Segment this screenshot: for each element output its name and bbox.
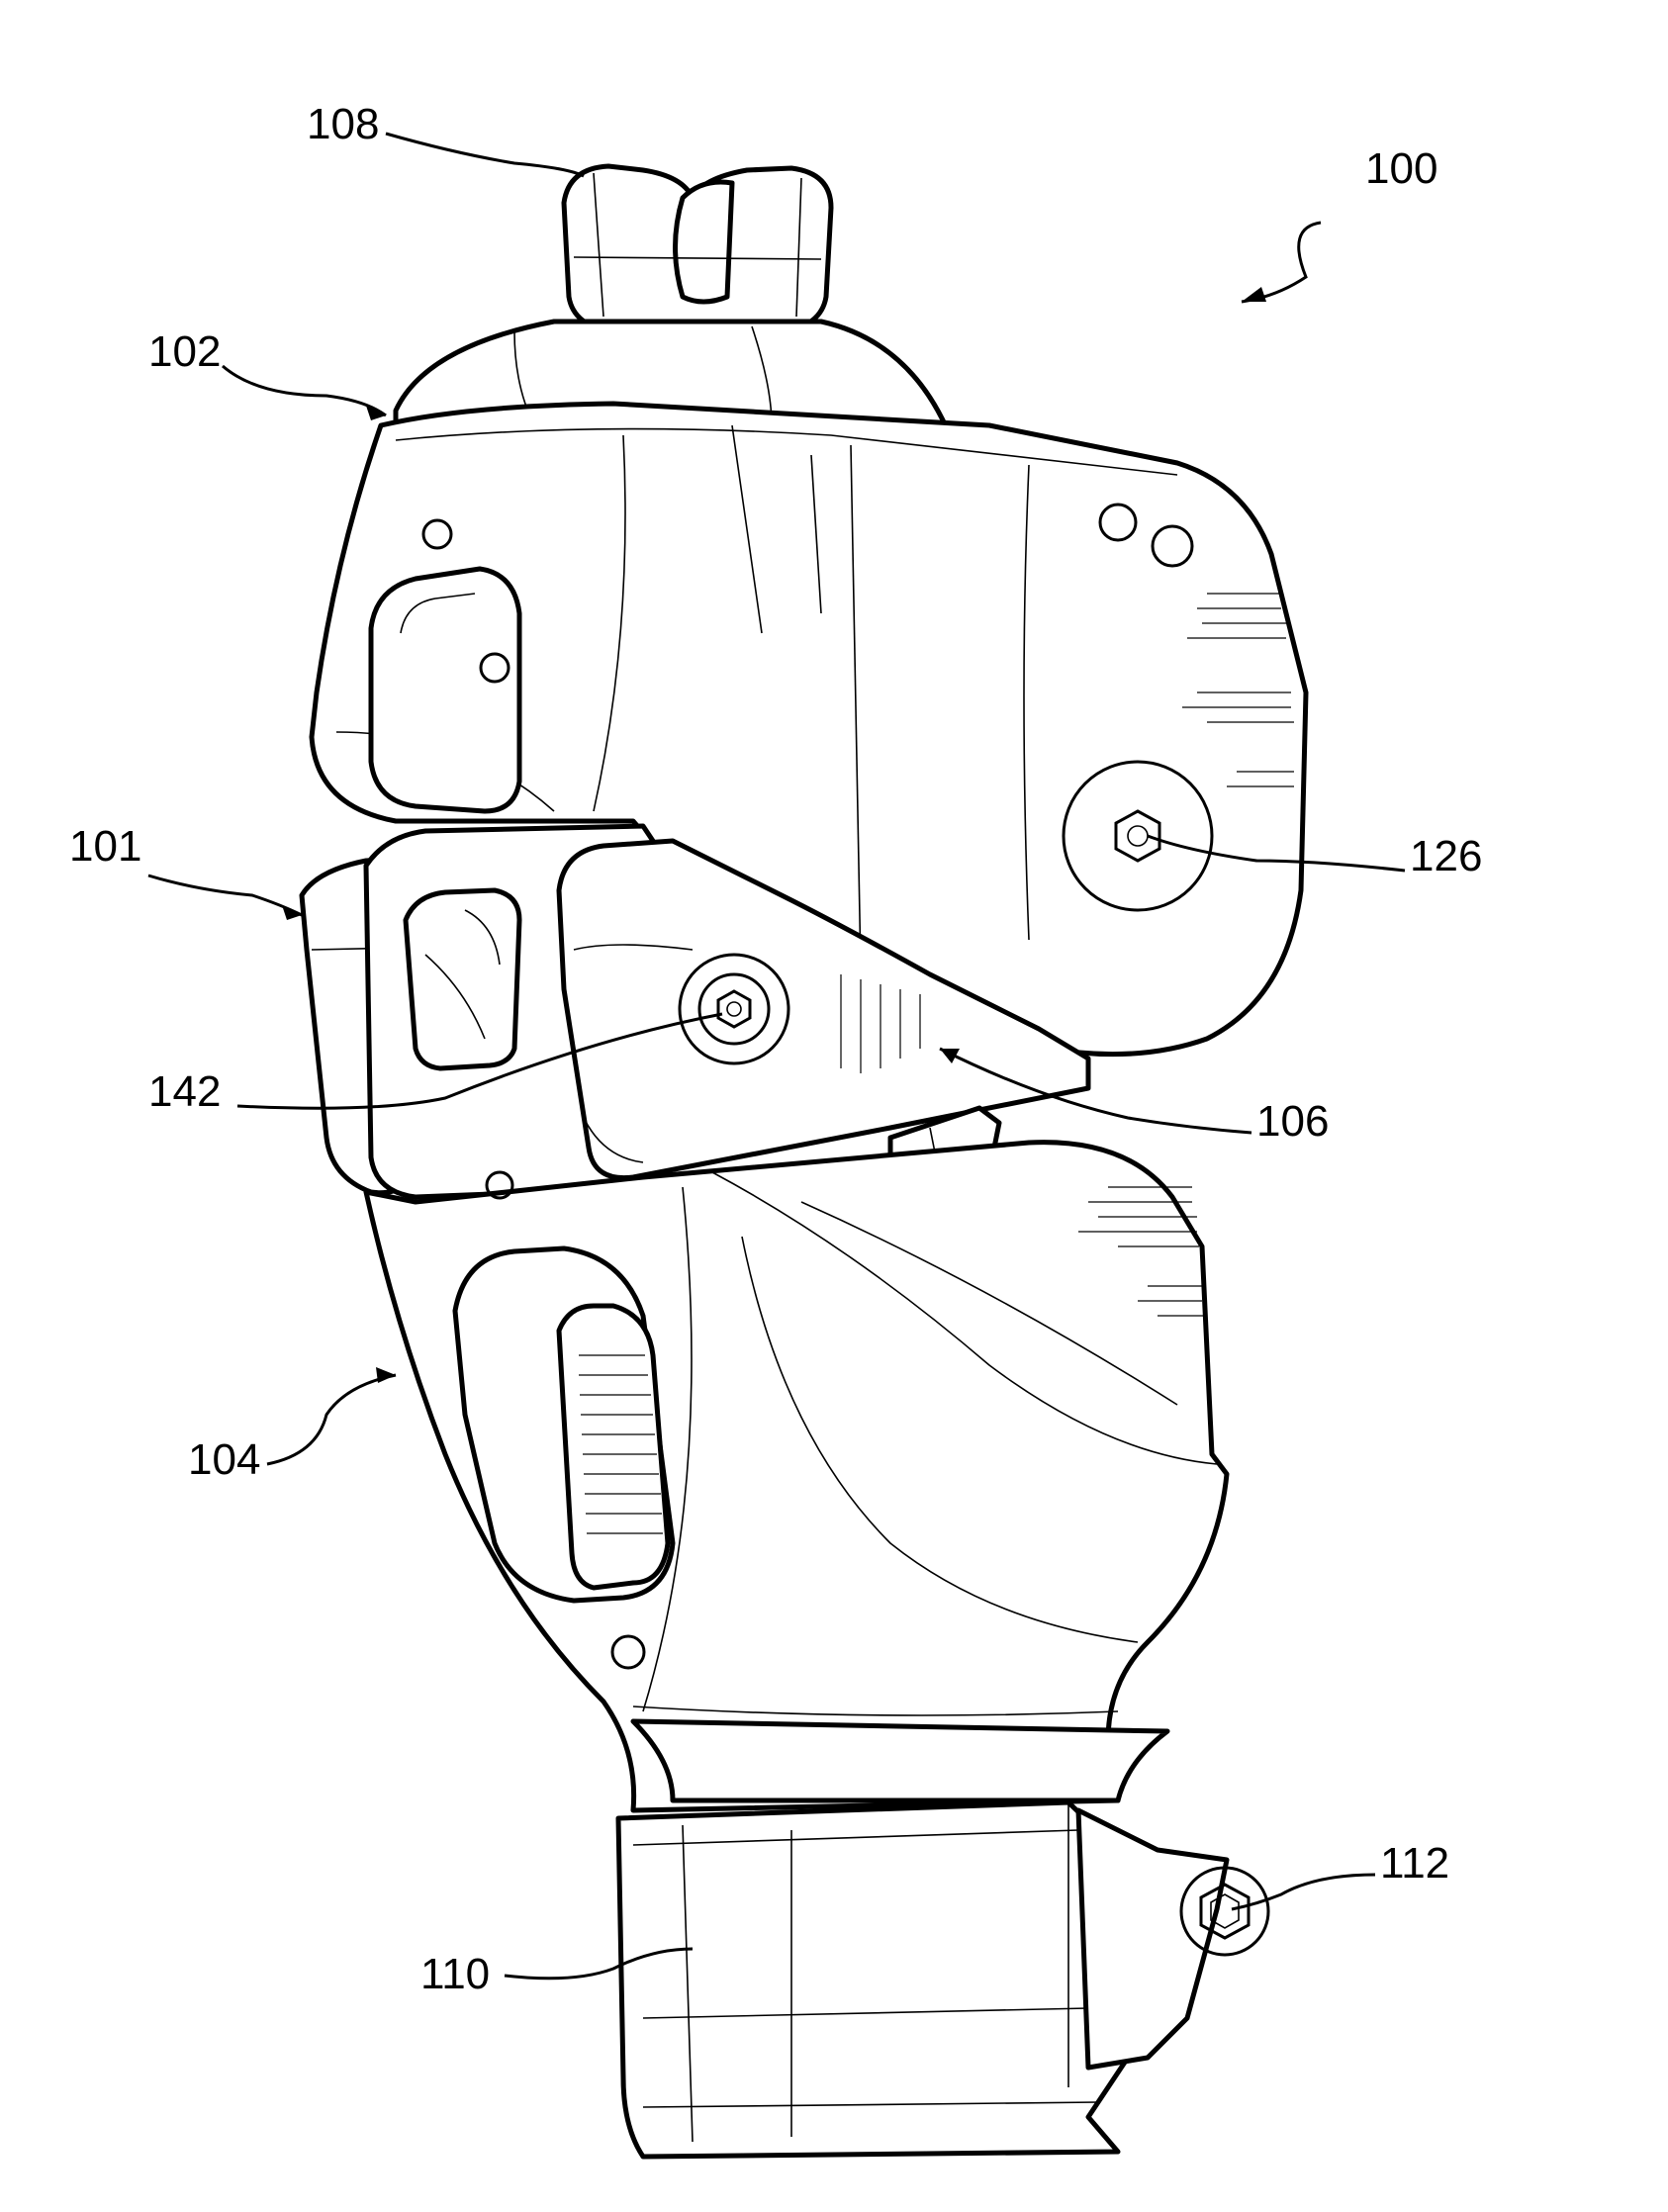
ref-142: 142	[148, 1067, 221, 1116]
ref-104: 104	[188, 1435, 260, 1484]
ref-102: 102	[148, 327, 221, 376]
ref-110: 110	[420, 1950, 490, 1998]
ref-112: 112	[1380, 1839, 1449, 1888]
ref-108: 108	[307, 100, 379, 148]
lower-shank	[366, 1143, 1227, 1810]
ref-100: 100	[1365, 144, 1437, 193]
tube-clamp	[618, 1721, 1268, 2157]
ref-101: 101	[69, 822, 141, 871]
ref-106: 106	[1256, 1097, 1329, 1146]
ref-126: 126	[1410, 832, 1482, 880]
pyramid-adapter	[564, 166, 831, 331]
